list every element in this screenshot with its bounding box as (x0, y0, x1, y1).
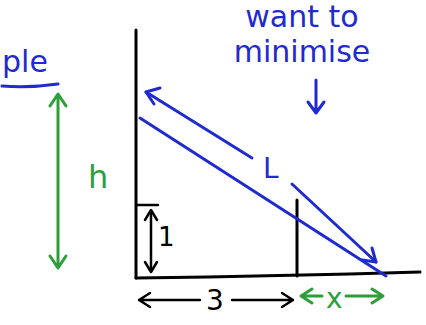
length-label: L (260, 152, 282, 186)
pointer-arrow (308, 80, 324, 113)
arrow-heads (145, 210, 157, 272)
height-tick (136, 204, 158, 207)
dimension-label: x (326, 282, 343, 316)
ladder-line (140, 118, 386, 276)
length-arrow (146, 92, 376, 262)
dimension-label: 1 (158, 222, 175, 253)
title-underline (2, 84, 58, 87)
dimension-label: 3 (206, 284, 224, 318)
height-label: h (88, 158, 108, 196)
title-fragment: ple (2, 44, 48, 80)
note-text: want to minimise (222, 0, 382, 69)
height-h-arrow (50, 94, 66, 268)
fence-line (296, 200, 299, 276)
ground-line (136, 272, 420, 278)
arrow-heads (146, 88, 376, 262)
wall-line (135, 30, 138, 278)
height-one-arrow (150, 212, 153, 270)
